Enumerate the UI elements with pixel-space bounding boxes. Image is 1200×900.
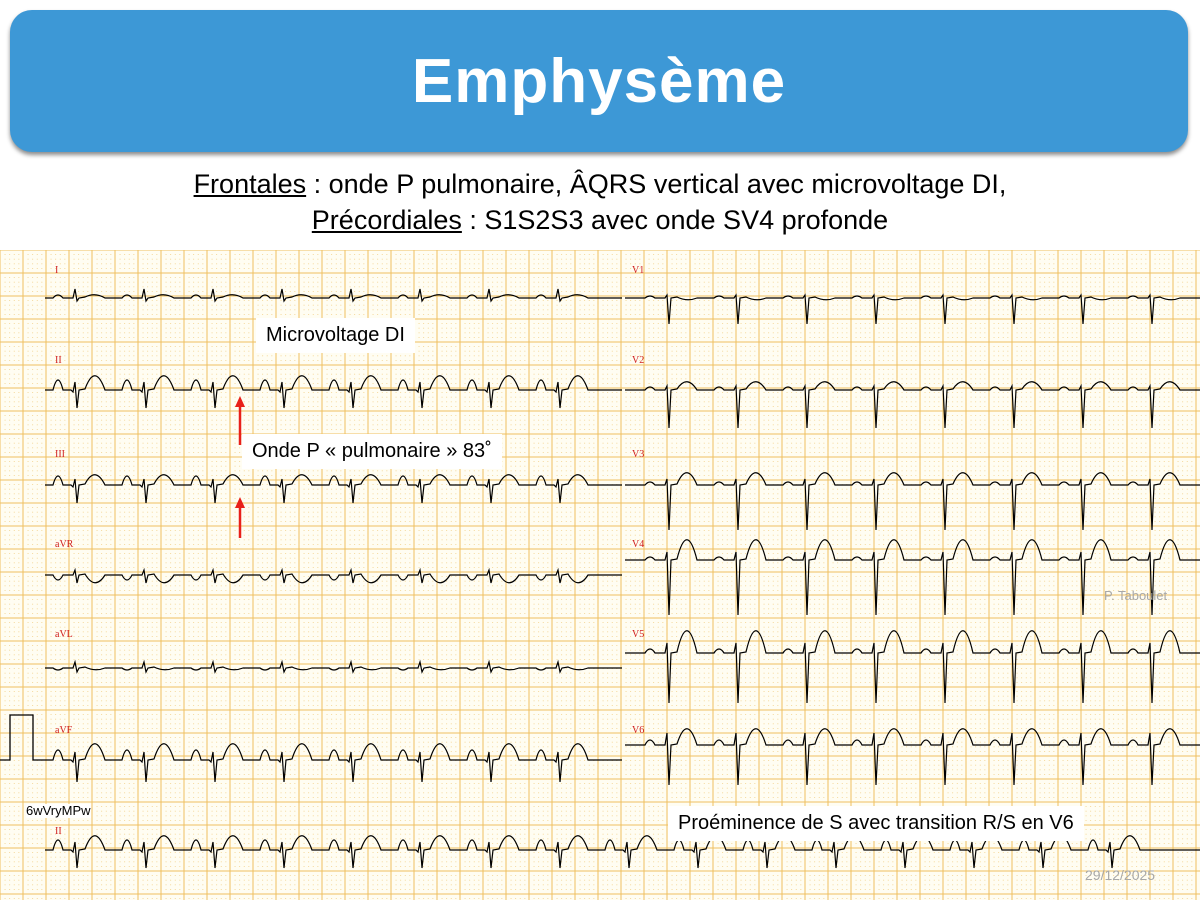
subtitle-text-2: : S1S2S3 avec onde SV4 profonde: [461, 205, 889, 235]
trace-lead-avf: [45, 743, 622, 783]
lead-label-ii-rhythm: II: [55, 826, 62, 837]
subtitle-line-2: Précordiales : S1S2S3 avec onde SV4 prof…: [0, 204, 1200, 236]
trace-lead-v5: [625, 630, 1200, 704]
lead-label-i: I: [55, 265, 58, 276]
trace-lead-v1: [625, 293, 1200, 325]
lead-label-v5: V5: [632, 629, 644, 640]
calibration-pulse: [0, 714, 45, 761]
lead-label-avf: aVF: [55, 725, 73, 736]
annotation-precordial: Proéminence de S avec transition R/S en …: [668, 806, 1084, 841]
lead-label-v3: V3: [632, 449, 644, 460]
subtitle-label-precordiales: Précordiales: [311, 205, 462, 235]
ecg-code: 6wVryMPw: [26, 803, 91, 818]
lead-label-v4: V4: [632, 539, 644, 550]
trace-lead-v3: [625, 472, 1200, 531]
trace-lead-v2: [625, 381, 1200, 429]
lead-label-v6: V6: [632, 725, 644, 736]
trace-lead-i: [45, 288, 622, 303]
lead-label-v2: V2: [632, 355, 644, 366]
subtitle-line-1: Frontales : onde P pulmonaire, ÂQRS vert…: [0, 168, 1200, 200]
lead-label-iii: III: [55, 449, 65, 460]
annotation-microvoltage: Microvoltage DI: [256, 318, 415, 353]
red-arrow-2: [235, 497, 245, 538]
slide-title: Emphysème: [411, 46, 787, 116]
date-watermark: 29/12/2025: [1085, 867, 1156, 883]
red-arrow-1: [235, 396, 245, 445]
trace-lead-iii: [45, 474, 622, 504]
lead-label-avl: aVL: [55, 629, 73, 640]
trace-lead-v6: [625, 728, 1200, 786]
trace-lead-ii-rhythm: [45, 835, 1200, 869]
trace-lead-v4: [625, 539, 1200, 616]
lead-label-v1: V1: [632, 265, 644, 276]
subtitle-label-frontales: Frontales: [193, 169, 307, 199]
trace-lead-avl: [45, 659, 622, 674]
title-banner: Emphysème: [10, 10, 1188, 152]
ecg-traces: [45, 288, 1200, 869]
trace-lead-ii: [45, 375, 622, 409]
trace-lead-avr: [45, 567, 622, 584]
author-watermark: P. Taboulet: [1104, 588, 1168, 603]
lead-label-avr: aVR: [55, 539, 74, 550]
subtitle-text-1: : onde P pulmonaire, ÂQRS vertical avec …: [306, 169, 1007, 199]
annotation-p-wave: Onde P « pulmonaire » 83˚: [242, 434, 502, 469]
lead-label-ii: II: [55, 355, 62, 366]
